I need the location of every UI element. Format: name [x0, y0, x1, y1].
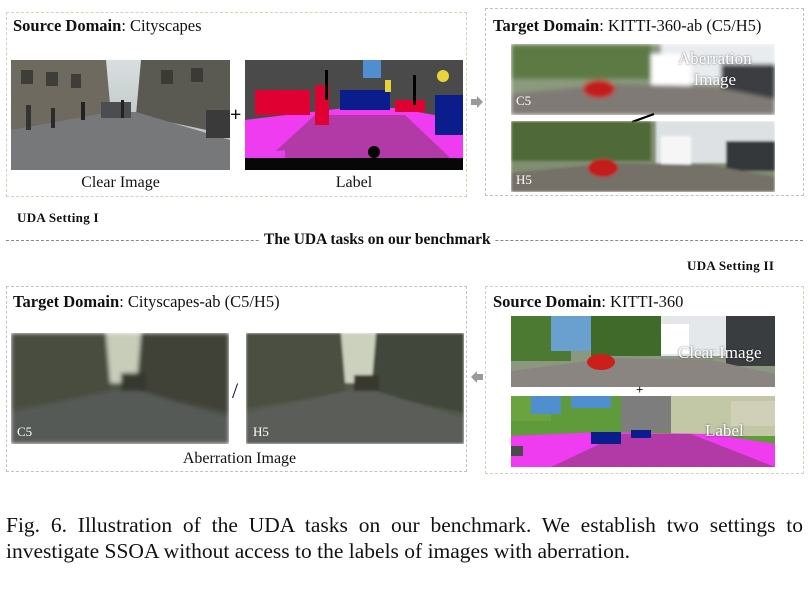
figure-caption: Fig. 6. Illustration of the UDA tasks on… [6, 513, 803, 563]
kitti-aberration-h5-image [511, 121, 775, 192]
uda-setting-2-label: UDA Setting II [687, 258, 775, 273]
source-domain-header-bottom: Source Domain: KITTI-360 [493, 292, 684, 311]
kitti-clear-image [511, 316, 775, 387]
cityscapes-clear-image [11, 60, 230, 170]
target-domain-box-top [485, 8, 804, 196]
source-domain-header-top: Source Domain: Cityscapes [13, 16, 202, 35]
clear-image-overlay: Clear Image [678, 343, 762, 362]
cityscapes-aberration-c5-image [11, 333, 229, 444]
kitti-label-image [511, 396, 775, 467]
c5-tag-bottom: C5 [17, 424, 33, 439]
c5-tag-top: C5 [516, 93, 532, 108]
label-caption: Label [335, 174, 373, 191]
slash-divider-bottom: / [232, 378, 239, 403]
source-domain-box-top [6, 12, 467, 197]
plus-sign-bottom: + [636, 382, 644, 397]
target-domain-box-bottom [6, 286, 467, 472]
plus-sign-top: + [230, 104, 242, 126]
slash-divider-top [631, 112, 655, 124]
aberration-image-caption: Aberration Image [182, 450, 297, 467]
h5-tag-top: H5 [516, 172, 532, 187]
cityscapes-label-image [245, 60, 463, 170]
middle-title: The UDA tasks on our benchmark [260, 231, 495, 249]
right-arrow-icon [471, 96, 483, 108]
h5-tag-bottom: H5 [253, 424, 269, 439]
source-domain-box-bottom [485, 286, 804, 474]
uda-setting-1-label: UDA Setting I [17, 210, 99, 225]
cityscapes-aberration-h5-image [246, 333, 464, 444]
target-domain-header-bottom: Target Domain: Cityscapes-ab (C5/H5) [13, 292, 280, 311]
label-overlay: Label [705, 421, 744, 440]
target-domain-header-top: Target Domain: KITTI-360-ab (C5/H5) [493, 16, 762, 35]
kitti-aberration-c5-image [511, 44, 775, 115]
clear-image-caption: Clear Image [81, 174, 160, 191]
left-arrow-icon [471, 371, 483, 383]
